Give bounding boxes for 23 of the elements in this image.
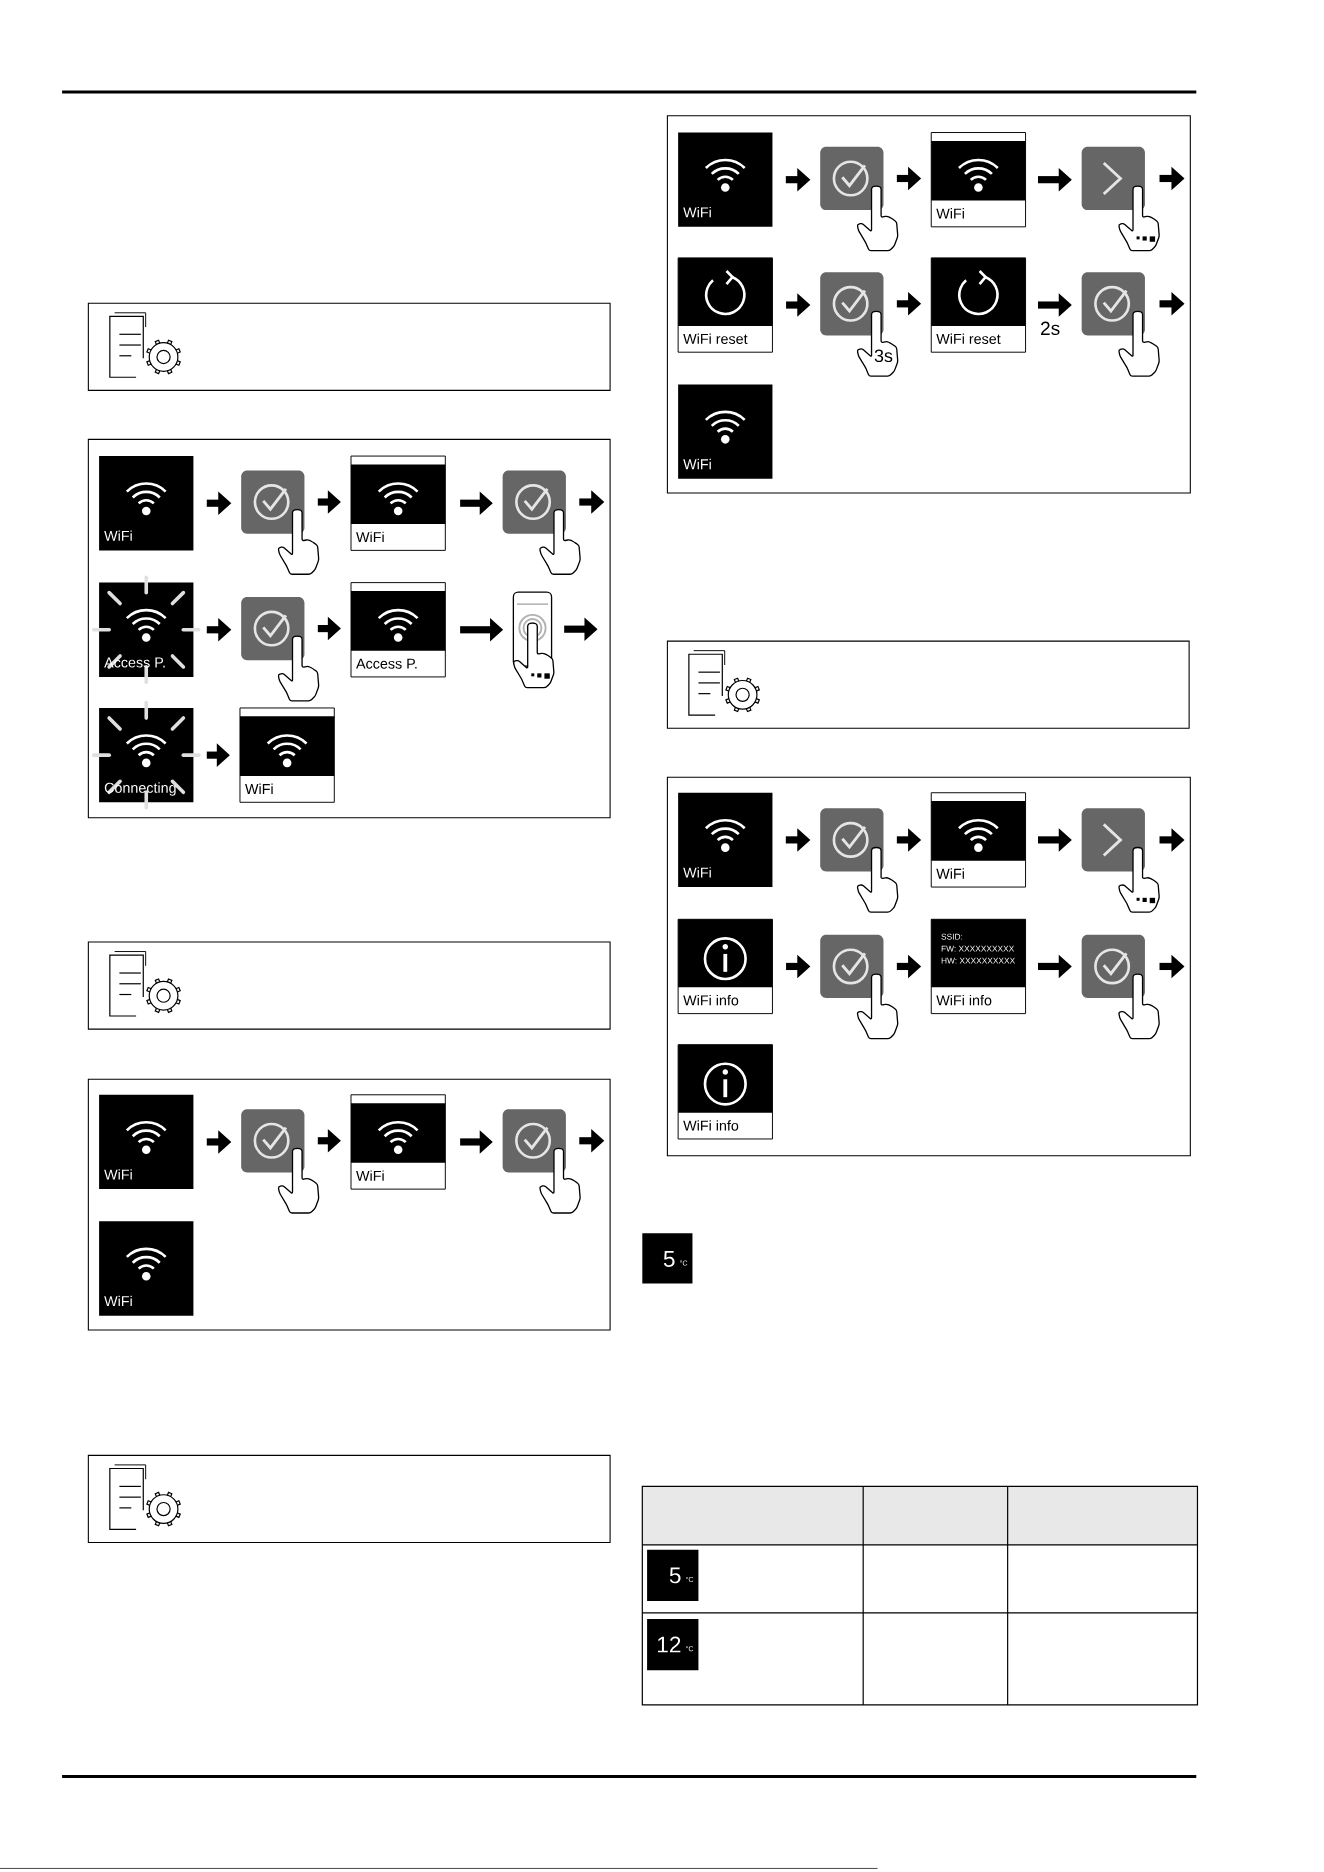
display-tile: WiFi xyxy=(930,792,1027,888)
display-tile: WiFi info xyxy=(677,1044,773,1140)
display-tile: WiFi xyxy=(930,132,1027,228)
display-tile: WiFi xyxy=(350,455,446,551)
panel-frame xyxy=(87,1078,611,1331)
panel-frame xyxy=(87,438,611,819)
display-tile: WiFi xyxy=(678,384,773,479)
display-tile: WiFi xyxy=(99,1221,194,1316)
display-tile: Access P. xyxy=(350,582,446,678)
display-tile: WiFi xyxy=(99,1094,194,1190)
display-tile: WiFi xyxy=(239,707,335,803)
panel-frame xyxy=(666,776,1191,1157)
display-tile: WiFi reset xyxy=(930,257,1027,353)
edge-label: 2s xyxy=(1041,321,1060,336)
display-tile: SSID: FW: XXXXXXXXXX HW: XXXXXXXXXX WiFi info xyxy=(930,918,1027,1015)
display-tile: WiFi xyxy=(678,132,773,227)
display-tile: WiFi xyxy=(99,456,194,551)
panel-frame xyxy=(666,115,1191,494)
duration-label: 3s xyxy=(874,349,893,363)
display-tile: WiFi xyxy=(350,1094,446,1190)
display-tile: WiFi xyxy=(678,792,773,888)
display-tile: WiFi info xyxy=(677,918,773,1015)
display-tile: WiFi reset xyxy=(677,257,773,353)
